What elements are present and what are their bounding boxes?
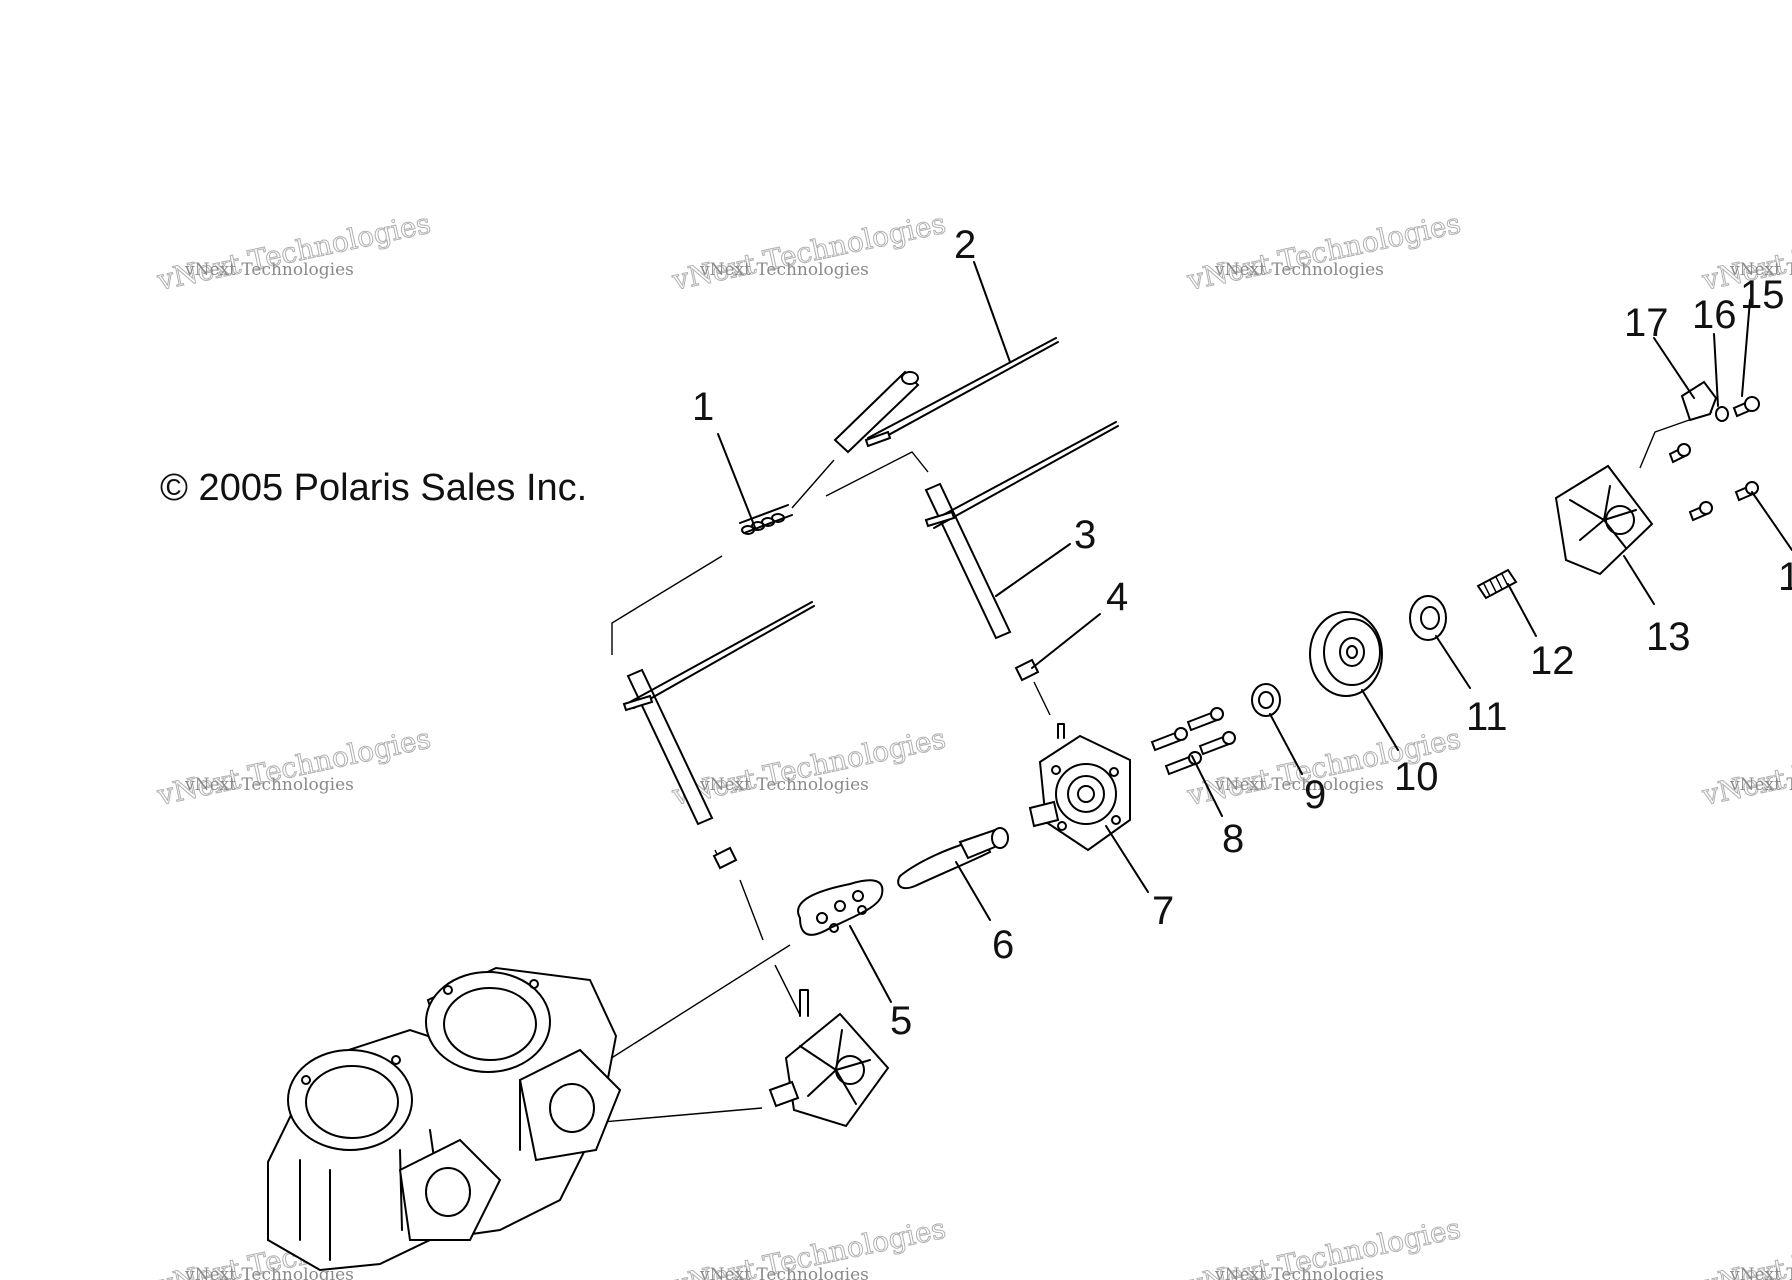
part-6-lever <box>897 827 1009 890</box>
svg-text:vNext Technologies: vNext Technologies <box>669 722 949 812</box>
watermark: vNext Technologies vNext Technologies <box>668 206 949 297</box>
watermark: vNext Technologies vNext Technologies <box>1698 1211 1792 1280</box>
callout-11: 11 <box>1466 695 1508 739</box>
svg-text:vNext Technologies: vNext Technologies <box>1729 260 1792 280</box>
copyright-text: © 2005 Polaris Sales Inc. <box>160 467 587 509</box>
watermark: vNext Technologies vNext Technologies <box>1183 206 1464 297</box>
callout-7: 7 <box>1152 889 1174 933</box>
watermark: vNext Technologies vNext Technologies <box>1698 721 1792 812</box>
callout-5: 5 <box>890 999 912 1043</box>
callout-15: 15 <box>1740 273 1785 317</box>
part-10-disc <box>1309 611 1383 697</box>
part-2-tube-rod <box>833 337 1059 454</box>
callout-2: 2 <box>954 223 976 267</box>
watermark: vNext Technologies vNext Technologies <box>153 206 434 297</box>
watermark: vNext Technologies vNext Technologies <box>153 721 434 812</box>
svg-text:vNext Technologies: vNext Technologies <box>1699 722 1792 812</box>
callout-1-right: 1 <box>1778 555 1792 599</box>
svg-text:vNext Technologies: vNext Technologies <box>669 207 949 297</box>
callout-8: 8 <box>1222 817 1244 861</box>
callouts: 1 2 3 4 5 6 7 8 9 10 11 12 13 15 16 17 1 <box>692 223 1792 1043</box>
svg-text:vNext Technologies: vNext Technologies <box>699 1265 869 1280</box>
part-1-spring <box>739 504 793 535</box>
part-13-cover <box>1554 464 1654 576</box>
part-7-housing <box>1028 723 1131 852</box>
part-15-16-17-fittings <box>1668 380 1760 522</box>
svg-text:vNext Technologies: vNext Technologies <box>154 207 434 297</box>
callout-6: 6 <box>992 923 1014 967</box>
lower-cover <box>768 989 890 1128</box>
watermark: vNext Technologies vNext Technologies <box>668 1211 949 1280</box>
svg-text:vNext Technologies: vNext Technologies <box>154 722 434 812</box>
callout-17: 17 <box>1624 301 1669 345</box>
leader-lines <box>717 261 1792 1003</box>
part-12-spring <box>1476 568 1518 600</box>
callout-12: 12 <box>1530 639 1575 683</box>
callout-4: 4 <box>1106 575 1128 619</box>
svg-text:vNext Technologies: vNext Technologies <box>1729 1265 1792 1280</box>
part-5-gasket <box>797 879 884 936</box>
svg-text:vNext Technologies: vNext Technologies <box>184 260 354 280</box>
callout-9: 9 <box>1304 773 1326 817</box>
part-left-shaft <box>622 601 815 826</box>
svg-text:vNext Technologies: vNext Technologies <box>1214 260 1384 280</box>
callout-3: 3 <box>1074 513 1096 557</box>
svg-text:vNext Technologies: vNext Technologies <box>699 775 869 795</box>
cylinder-block <box>267 966 622 1272</box>
svg-text:vNext Technologies: vNext Technologies <box>184 1265 354 1280</box>
svg-text:vNext Technologies: vNext Technologies <box>184 775 354 795</box>
svg-text:vNext Technologies: vNext Technologies <box>699 260 869 280</box>
svg-text:vNext Technologies: vNext Technologies <box>1214 1265 1384 1280</box>
svg-text:vNext Technologies: vNext Technologies <box>1184 207 1464 297</box>
callout-1: 1 <box>692 385 714 429</box>
svg-text:vNext Technologies: vNext Technologies <box>1729 775 1792 795</box>
part-8-screws <box>1150 707 1236 776</box>
callout-13: 13 <box>1646 615 1691 659</box>
callout-16: 16 <box>1692 293 1737 337</box>
callout-10: 10 <box>1394 755 1439 799</box>
part-3-shaft <box>924 421 1119 640</box>
part-4-clip <box>712 658 1040 870</box>
part-11-diaphragm <box>1409 595 1447 641</box>
part-9-seal <box>1251 683 1281 717</box>
watermark: vNext Technologies vNext Technologies <box>1183 1211 1464 1280</box>
svg-text:vNext Technologies: vNext Technologies <box>1214 775 1384 795</box>
